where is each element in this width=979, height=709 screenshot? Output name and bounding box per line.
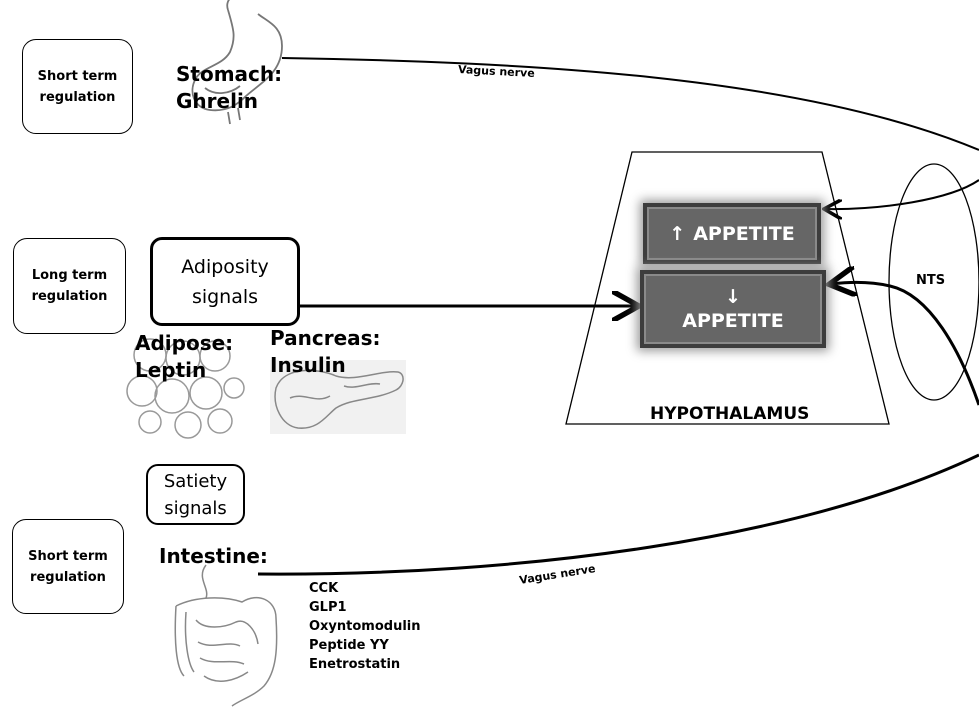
adiposity-signals-box: Adiposity signals [150,237,300,326]
increase-appetite-box: ↑ APPETITE [643,203,821,264]
leptin-label: Leptin [135,358,207,382]
satiety-signals-box: Satiety signals [146,464,245,525]
vagus-to-appetite-up-arrow [826,179,979,209]
appetite-up-label: APPETITE [693,222,795,245]
hormone-item: Oxyntomodulin [309,619,421,634]
adipose-sketch [126,338,245,439]
nts-to-appetite-down-arrow [832,282,979,406]
appetite-down-label: APPETITE [682,310,784,332]
adipose-title: Adipose: [135,331,234,355]
ghrelin-label: Ghrelin [176,89,259,113]
pancreas-title: Pancreas: [270,326,381,350]
hypothalamus-shape [565,151,890,425]
nts-label: NTS [916,273,946,288]
stomach-title: Stomach: [176,62,283,86]
down-arrow-icon: ↓ [725,286,741,308]
pancreas-sketch [274,369,404,429]
vagus-nerve-top-line [281,57,979,151]
regulation-label-line1: Short term [37,68,118,84]
regulation-label-line2: regulation [30,569,106,585]
hormone-item: Peptide YY [309,638,389,653]
long-term-regulation-box: Long term regulation [13,238,126,334]
intestinal-hormones-list: CCK GLP1 Oxyntomodulin Peptide YY Enetro… [309,579,421,674]
hormone-item: CCK [309,581,339,596]
short-term-regulation-box-top: Short term regulation [22,39,133,134]
regulation-label-line2: regulation [31,289,108,304]
decrease-appetite-box: ↓ APPETITE [640,270,826,348]
hormone-item: GLP1 [309,600,347,615]
adiposity-label: Adiposity [181,255,269,278]
regulation-label-line2: regulation [39,89,116,105]
adipose-label: Adipose: Leptin [135,330,233,384]
regulation-label-line1: Long term [31,268,108,283]
short-term-regulation-box-bottom: Short term regulation [12,519,124,614]
stomach-label: Stomach: Ghrelin [176,61,282,115]
insulin-label: Insulin [270,353,346,377]
intestine-label: Intestine: [159,544,268,568]
up-arrow-icon: ↑ [669,222,686,245]
pancreas-label: Pancreas: Insulin [270,325,381,379]
stomach-sketch [191,0,283,125]
signals-label: signals [191,285,259,308]
hypothalamus-label: HYPOTHALAMUS [650,404,810,424]
vagus-nerve-bottom-line [257,453,979,576]
signals-label: signals [164,497,227,519]
nts-ellipse [888,163,979,401]
hormone-item: Enetrostatin [309,657,401,672]
regulation-label-line1: Short term [28,548,108,564]
intestine-sketch [174,564,278,707]
satiety-label: Satiety [163,470,228,492]
